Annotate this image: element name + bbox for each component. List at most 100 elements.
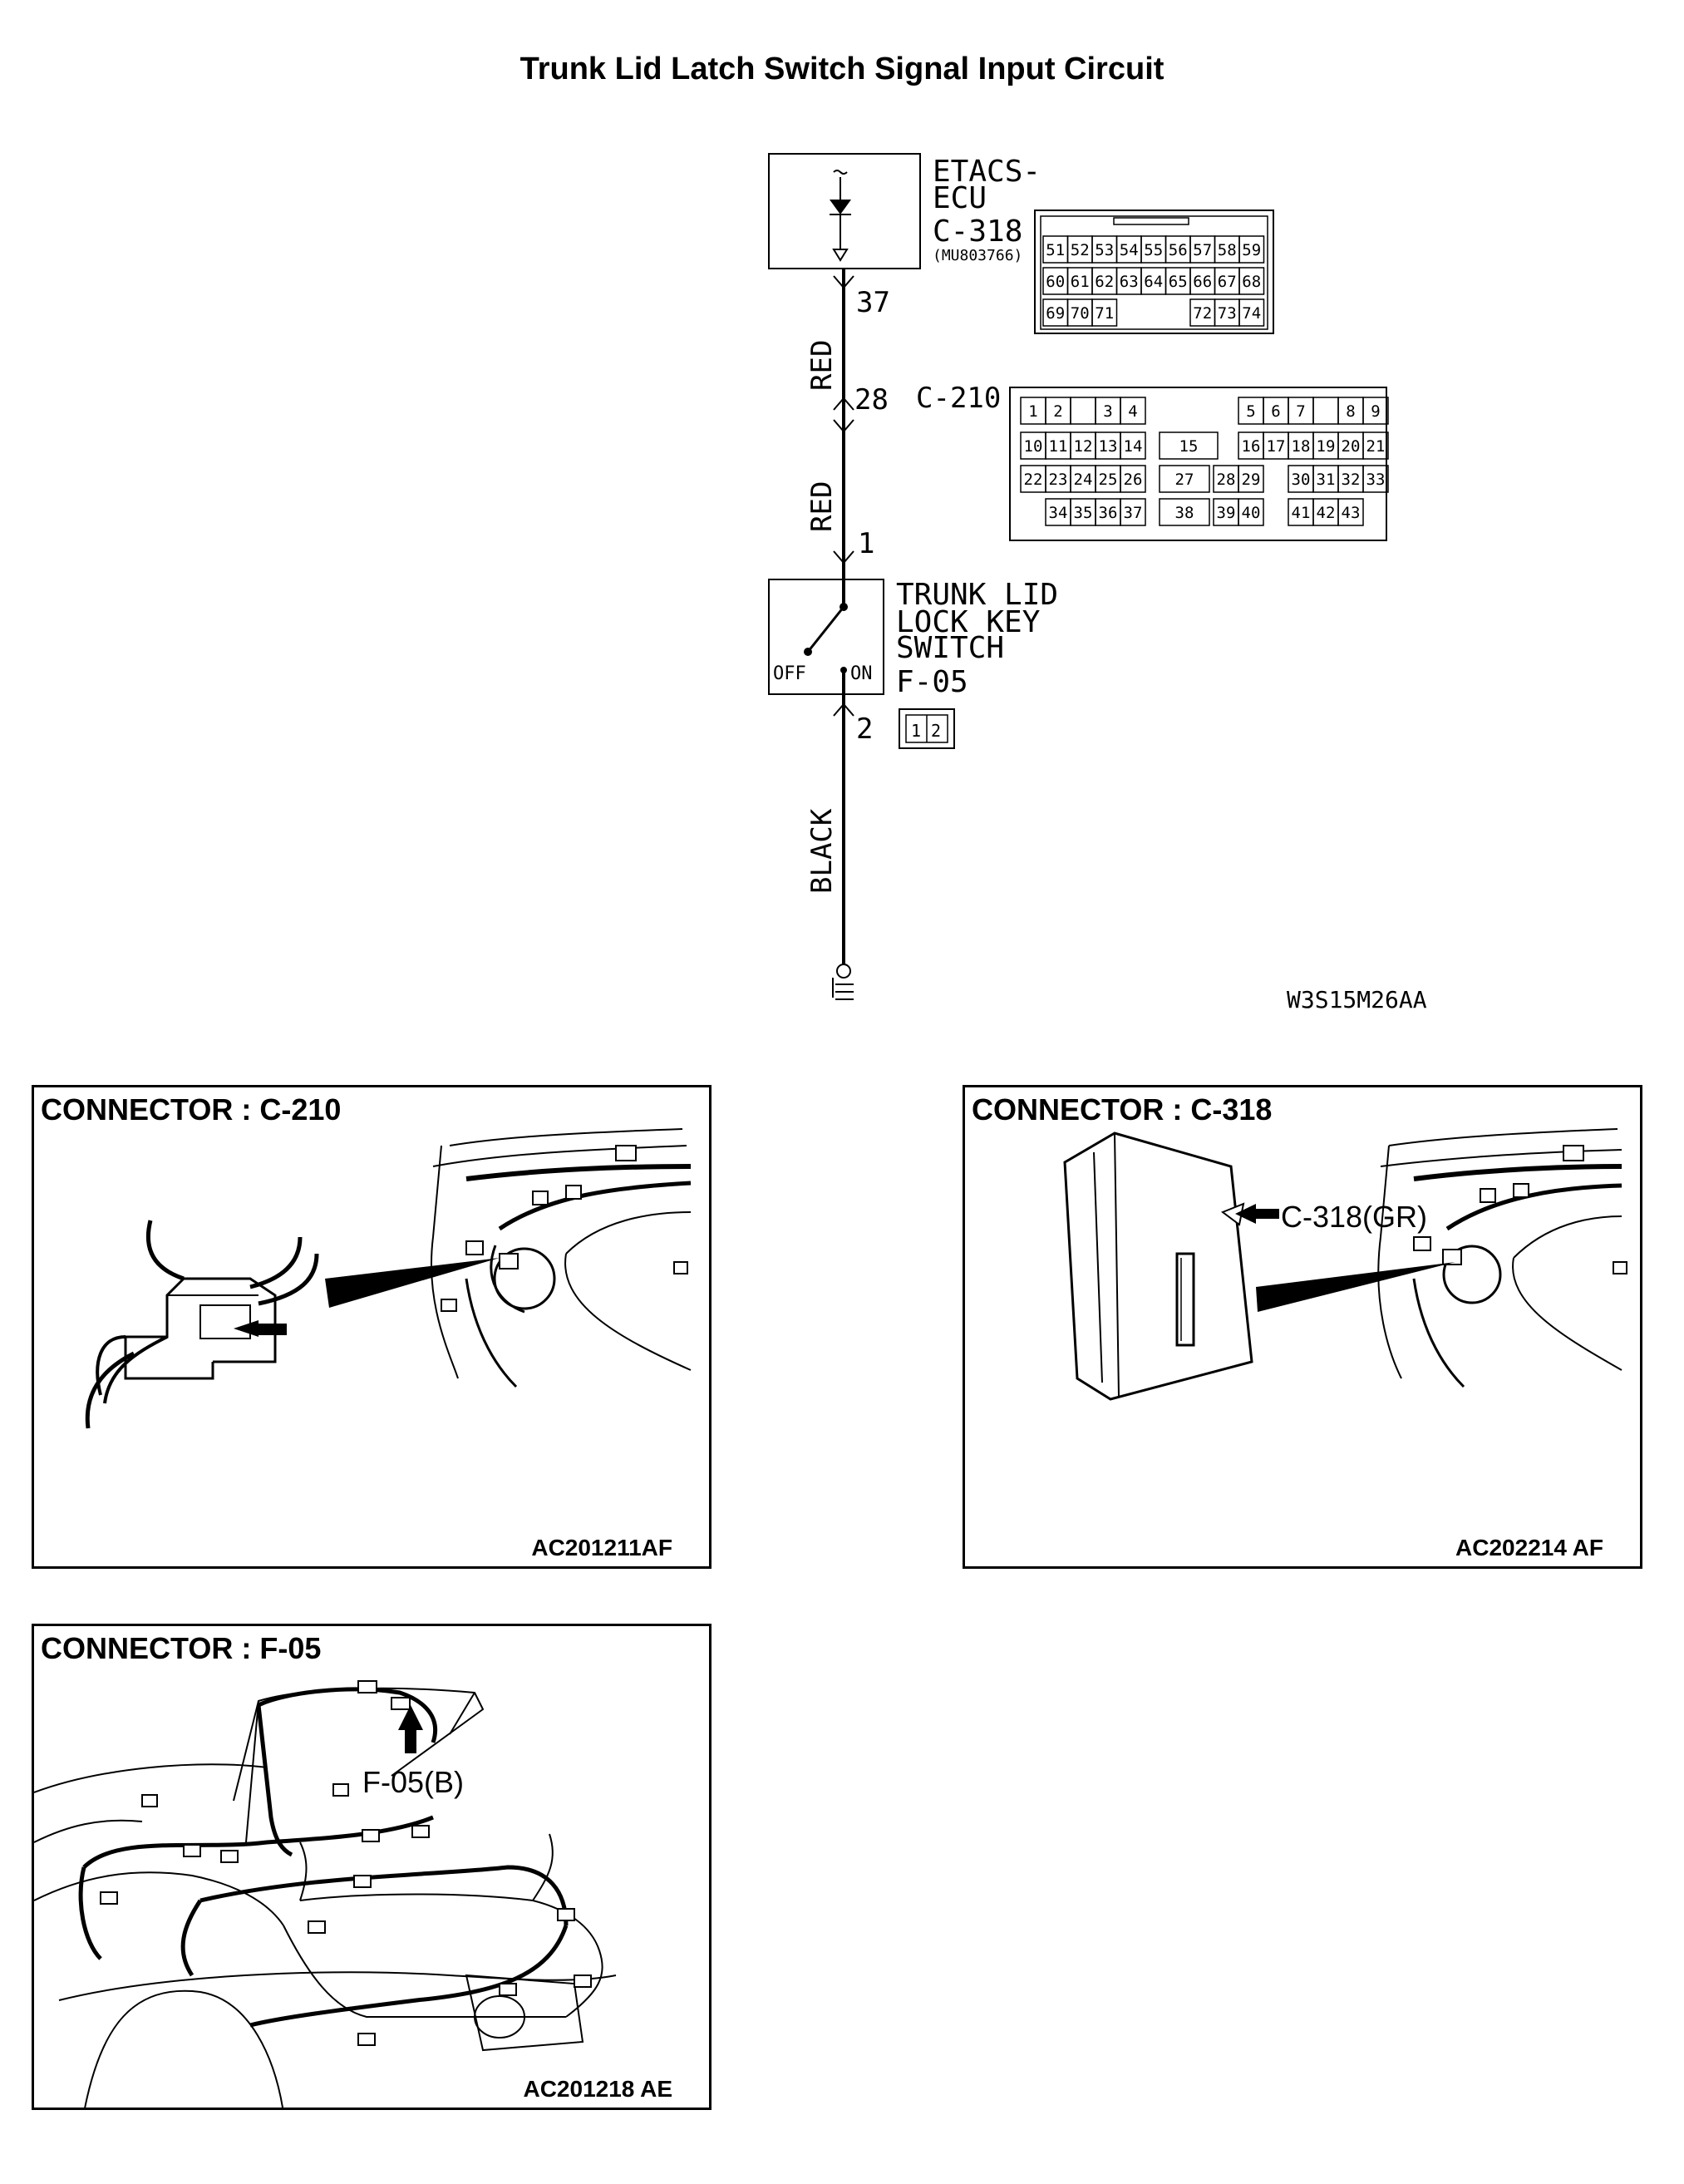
switch-name-line2: LOCK KEY: [896, 605, 1041, 639]
c210-pin-33: 33: [1366, 471, 1386, 489]
pin-cell: [1120, 465, 1146, 493]
pin-cell: [1362, 465, 1389, 493]
c210-pin-13: 13: [1099, 437, 1118, 456]
panel-code-c318: AC202214 AF: [1455, 1535, 1603, 1560]
ecu-name-line1: ETACS-: [933, 155, 1041, 189]
pin-cell: [1159, 431, 1219, 460]
switch-connector-label: F-05: [896, 665, 968, 699]
c210-pin-26: 26: [1124, 471, 1143, 489]
c210-pin-22: 22: [1024, 471, 1043, 489]
c210-pin-36: 36: [1099, 504, 1118, 522]
pin-cell: [1238, 235, 1265, 264]
c318-pin-65: 65: [1169, 273, 1188, 291]
c318-pin-59: 59: [1242, 241, 1261, 259]
c318-pin-58: 58: [1218, 241, 1237, 259]
c210-pin-23: 23: [1049, 471, 1068, 489]
ground-symbol: [832, 964, 854, 1000]
c318-pin-55: 55: [1144, 241, 1163, 259]
switch-pin-top-label: 1: [858, 527, 874, 560]
c210-pin-40: 40: [1242, 504, 1261, 522]
pin-cell: [1238, 267, 1265, 295]
ecu-pin-label: 37: [856, 286, 890, 319]
c210-pin-6: 6: [1271, 402, 1280, 421]
ecu-name-line2: ECU: [933, 181, 987, 215]
c210-pin-29: 29: [1242, 471, 1261, 489]
panel-code-c210: AC201211AF: [531, 1535, 672, 1560]
c318-location-illustration: C-318(GR): [1063, 1128, 1627, 1401]
panel-title-c210: CONNECTOR : C-210: [41, 1092, 342, 1127]
c318-pin-66: 66: [1193, 273, 1212, 291]
c210-pin-21: 21: [1366, 437, 1386, 456]
c318-pin-68: 68: [1242, 273, 1261, 291]
c318-callout-label: C-318(GR): [1281, 1200, 1427, 1234]
pin-cell: [1120, 397, 1146, 425]
c210-pin-12: 12: [1074, 437, 1093, 456]
c210-pin-10: 10: [1024, 437, 1043, 456]
pin-cell: [1238, 298, 1265, 327]
c318-pin-74: 74: [1242, 304, 1261, 323]
pin-cell: [1362, 431, 1389, 460]
wire2-color-label: RED: [805, 481, 839, 532]
panel-code-f05: AC201218 AE: [523, 2076, 672, 2102]
f05-location-illustration: F-05(B): [34, 1680, 617, 2108]
c210-pin-1: 1: [1028, 402, 1037, 421]
pin-cell: [1362, 397, 1389, 425]
pin-cell: [1045, 397, 1071, 425]
switch-off-label: OFF: [773, 663, 806, 684]
c318-pin-62: 62: [1095, 273, 1114, 291]
pin-cell: [1091, 298, 1118, 327]
connector-panel-f05: CONNECTOR : F-05: [32, 1624, 712, 2110]
pin-cell: [1238, 465, 1264, 493]
c210-pin-38: 38: [1175, 504, 1194, 522]
c318-pin-61: 61: [1071, 273, 1090, 291]
c210-pin-31: 31: [1317, 471, 1336, 489]
pin-cell: [1288, 397, 1314, 425]
ecu-connector-label: C-318: [933, 214, 1022, 249]
c210-pin-3: 3: [1103, 402, 1112, 421]
switch-name-line1: TRUNK LID: [896, 578, 1058, 612]
pin-cell: [1120, 498, 1146, 526]
c318-pin-64: 64: [1144, 273, 1163, 291]
c210-pin-39: 39: [1217, 504, 1236, 522]
c210-pin-18: 18: [1292, 437, 1311, 456]
c210-pin-16: 16: [1242, 437, 1261, 456]
c210-pin-11: 11: [1049, 437, 1068, 456]
wire1-color-label: RED: [805, 340, 839, 391]
panel-title-f05: CONNECTOR : F-05: [41, 1631, 322, 1665]
f05-pin-1: 1: [911, 721, 921, 741]
c210-pin-17: 17: [1267, 437, 1286, 456]
pin-cell: [1159, 465, 1210, 493]
etacs-ecu-block: ETACS- ECU C-318 (MU803766): [768, 153, 1041, 269]
c318-pin-53: 53: [1095, 241, 1114, 259]
connector-panel-c318: CONNECTOR : C-318 C-318(GR) AC202214 AF: [963, 1085, 1642, 1569]
switch-on-label: ON: [850, 663, 873, 684]
switch-pin-bottom-label: 2: [856, 712, 873, 746]
c210-pin-5: 5: [1246, 402, 1255, 421]
c210-pin-15: 15: [1179, 437, 1199, 456]
c318-pin-60: 60: [1046, 273, 1065, 291]
c210-pin-28: 28: [1217, 471, 1236, 489]
diagram-code: W3S15M26AA: [1287, 986, 1427, 1013]
page-title: Trunk Lid Latch Switch Signal Input Circ…: [519, 52, 1165, 86]
c210-pin-24: 24: [1074, 471, 1093, 489]
c210-pin-43: 43: [1342, 504, 1361, 522]
c210-pin-4: 4: [1128, 402, 1137, 421]
c318-pin-72: 72: [1193, 304, 1212, 323]
pin-cell: [1120, 431, 1146, 460]
junction-connector-label: C-210: [916, 382, 1001, 415]
connector-panel-c210: CONNECTOR : C-210 AC201211A: [32, 1085, 712, 1569]
c318-pin-71: 71: [1095, 304, 1114, 323]
c210-pin-20: 20: [1342, 437, 1361, 456]
c318-pin-56: 56: [1169, 241, 1188, 259]
c210-pin-32: 32: [1342, 471, 1361, 489]
c210-pin-35: 35: [1074, 504, 1093, 522]
pin-cell: [1337, 498, 1364, 526]
c210-pin-8: 8: [1346, 402, 1355, 421]
ecu-part-number: (MU803766): [933, 247, 1022, 264]
c210-pin-34: 34: [1049, 504, 1068, 522]
c318-pin-51: 51: [1046, 241, 1065, 259]
pin-cell: [1070, 397, 1096, 425]
f05-callout-label: F-05(B): [362, 1765, 464, 1799]
